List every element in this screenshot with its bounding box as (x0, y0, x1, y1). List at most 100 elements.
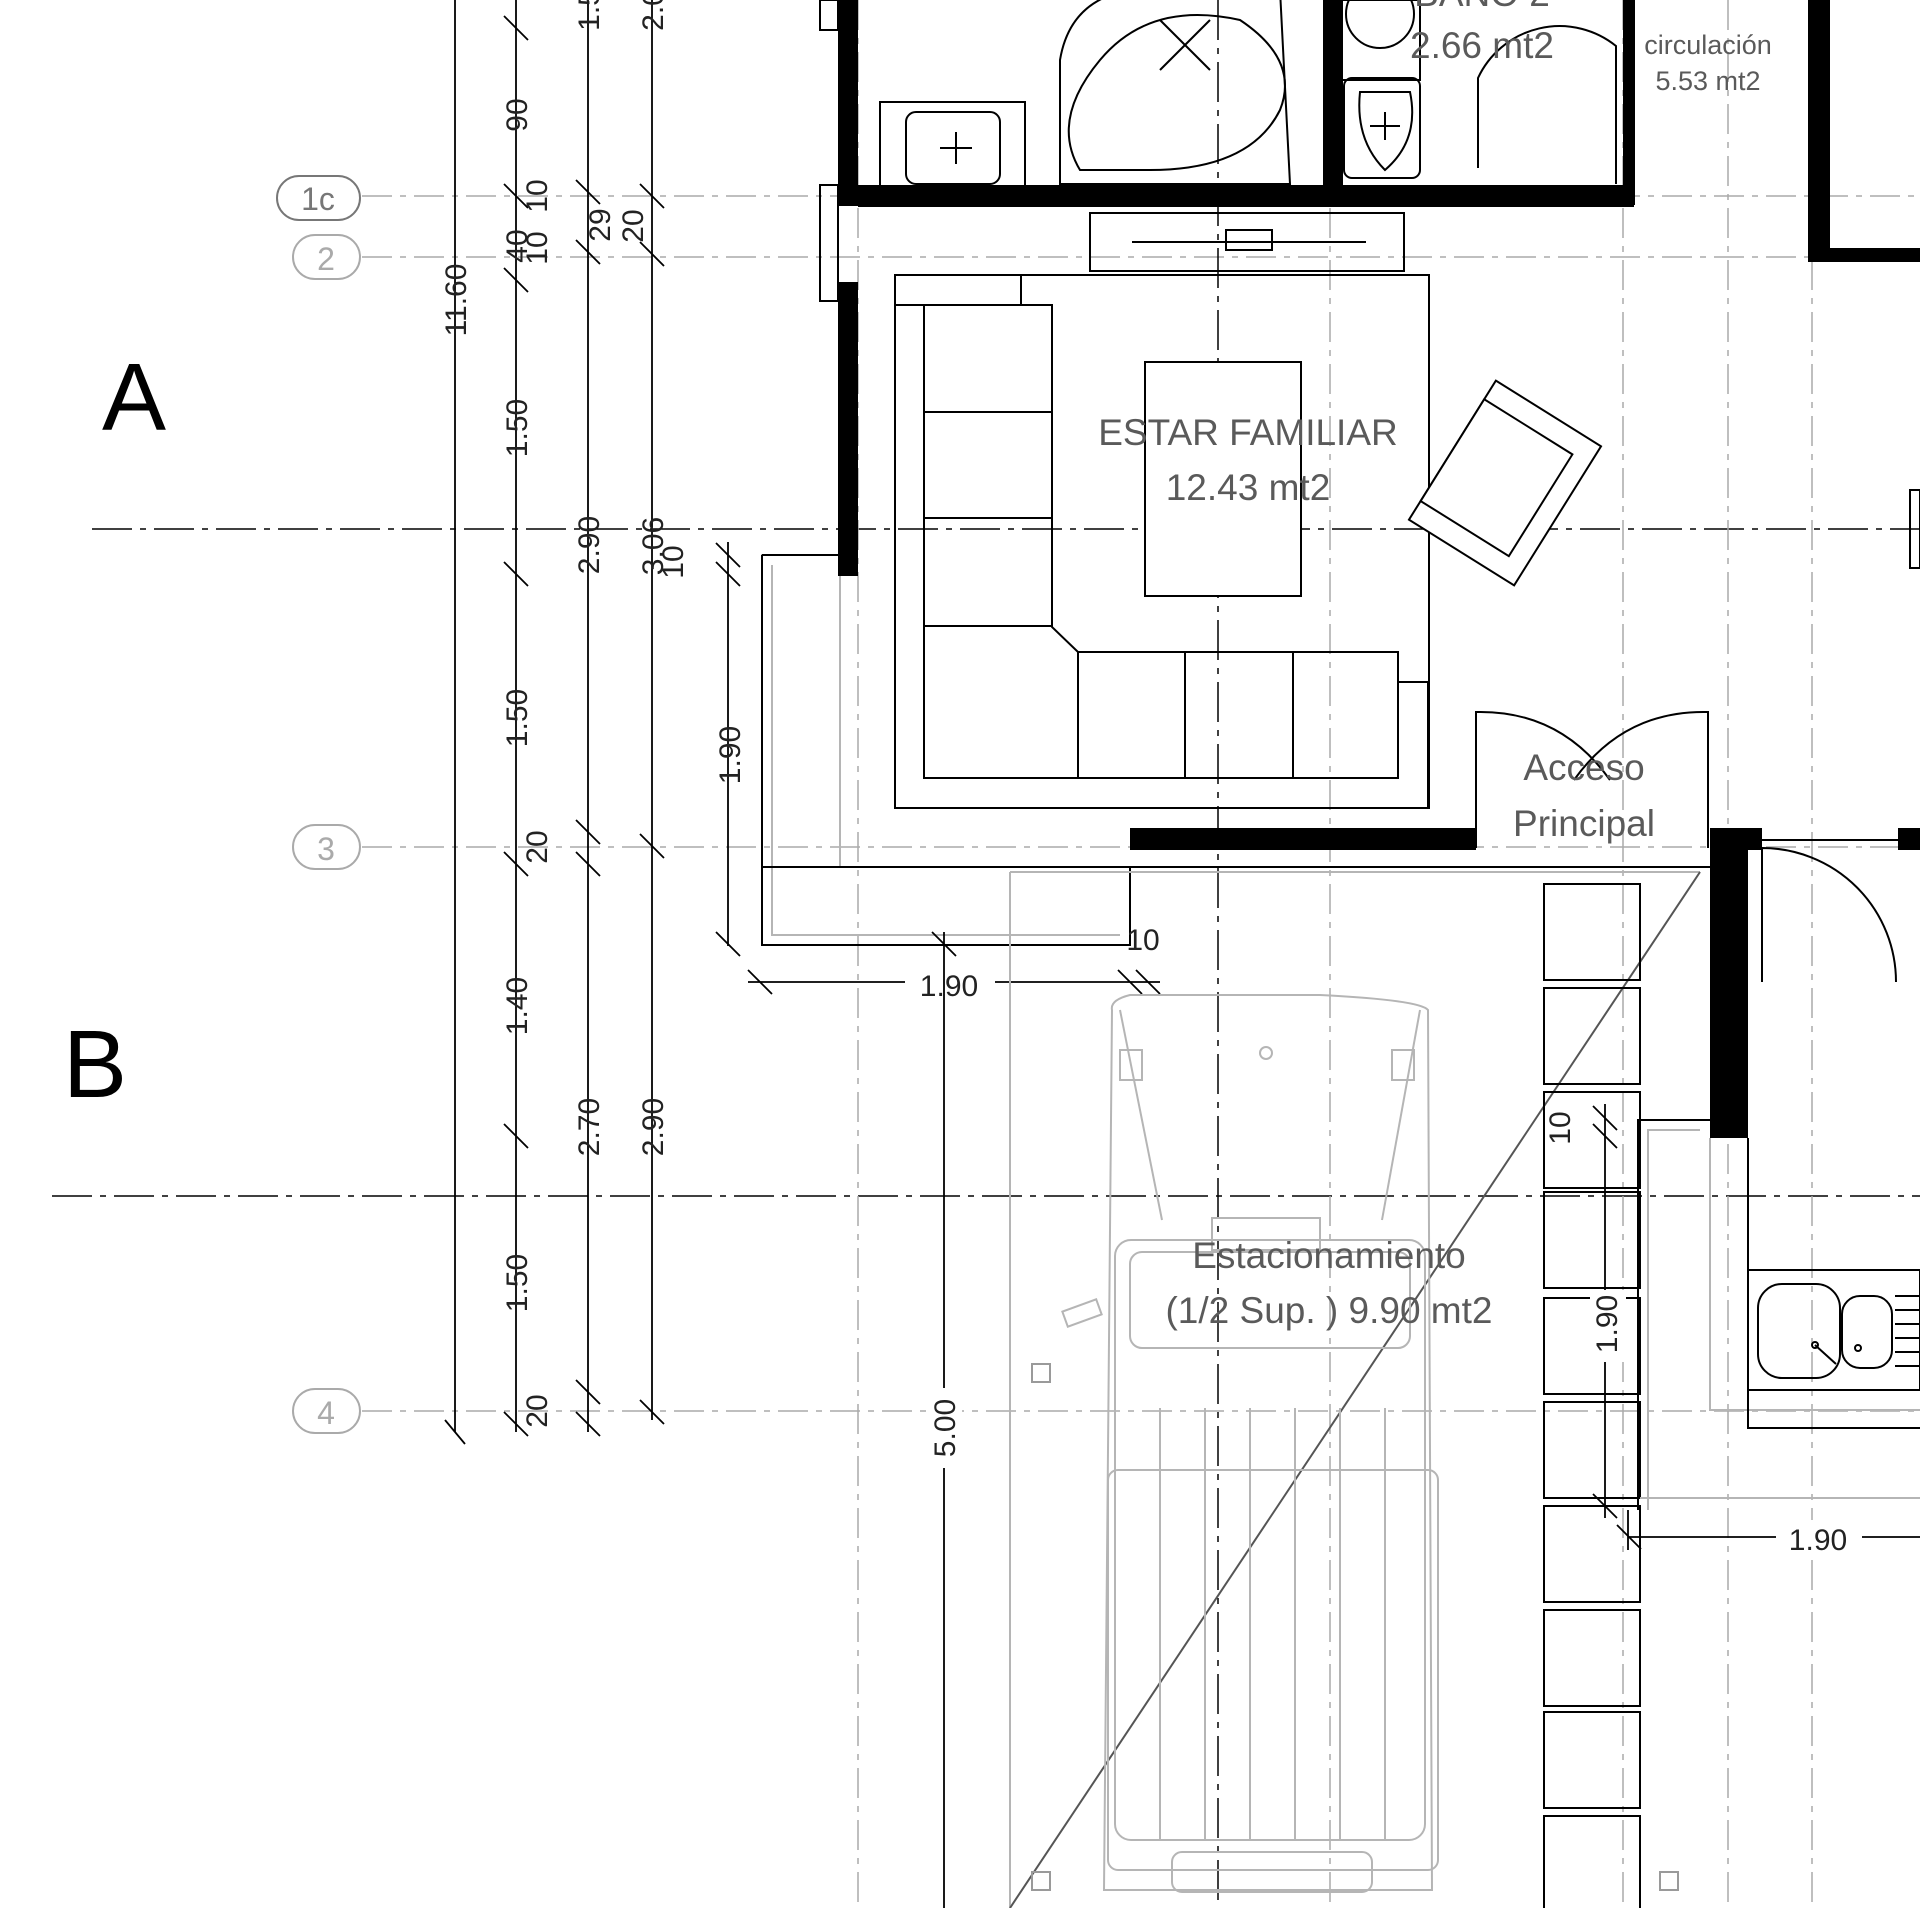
dim-ticks-col1 (503, 15, 529, 1437)
car-emblem (1259, 1046, 1273, 1060)
dim-tick (715, 542, 741, 568)
dim-40-label: 40 (501, 229, 534, 262)
dim-20-label-a: 20 (521, 830, 554, 863)
car-hood-line (1381, 1009, 1421, 1221)
dim-tick (747, 969, 773, 995)
kitchen-sink-left (1757, 1283, 1841, 1379)
kitchen-wall-edge (1747, 1138, 1920, 1429)
dim-2-70-label: 2.70 (573, 1098, 606, 1156)
wall-west-lower (838, 282, 858, 576)
toilet-bowl (1345, 0, 1415, 49)
car-mirror (1061, 1298, 1103, 1328)
dim-tick (444, 1419, 466, 1445)
car-body (1102, 994, 1434, 1891)
sink-drain (1811, 1341, 1819, 1349)
porch: 1.90 1.90 10 (714, 542, 1713, 1003)
wall-circulacion-east (1808, 0, 1830, 262)
dim-3-06-label: 3.06 (637, 517, 670, 575)
garage-post (1031, 1871, 1051, 1891)
side-door-swing (1761, 846, 1897, 983)
dim-label-bg (1776, 1520, 1862, 1554)
dim-label-bg (1590, 1290, 1626, 1362)
car-headlight (1119, 1049, 1143, 1081)
dim-2-0-label: 2.0 (637, 0, 670, 31)
entrance-door-left (1475, 710, 1611, 847)
car-hood-line (1119, 1009, 1163, 1221)
estacionamiento-label: Estacionamiento (1192, 1235, 1466, 1276)
tv-cabinet (1089, 212, 1405, 272)
wall-south-estar (1130, 828, 1476, 850)
dim-10-label-a: 10 (521, 231, 554, 264)
bano2-label: BAÑO 2 (1414, 0, 1550, 14)
sink (905, 111, 1001, 185)
dim-tick (1135, 969, 1161, 995)
window-frame-b (819, 184, 839, 302)
dim-20-label-c: 20 (617, 209, 650, 242)
dim-porch-ten-label: 10 (1126, 924, 1159, 957)
bano2-sink (1343, 77, 1421, 179)
dim-tick (1616, 1524, 1642, 1550)
kitchen-floor-edge (1709, 1138, 1920, 1411)
armchair (1407, 379, 1603, 587)
garage-post (1031, 1363, 1051, 1383)
porch-wall (761, 554, 841, 868)
dimension-chains: 11.60 90 40 10 10 1.50 1.50 20 1.40 1.50… (440, 0, 690, 1445)
main-entrance (1475, 710, 1900, 983)
axis-bubble-2-label: 2 (317, 241, 335, 277)
axis-bubble-4 (292, 1388, 361, 1434)
paver (1543, 987, 1641, 1085)
dim-tick (1592, 1493, 1618, 1519)
kitchen-sink-right (1841, 1295, 1893, 1369)
car-bed (1114, 1239, 1426, 1841)
paver (1543, 1191, 1641, 1289)
dim-90-label: 90 (501, 98, 534, 131)
planter-edge (1637, 1119, 1710, 1510)
dim-garage-vertical-label: 5.00 (929, 1399, 962, 1457)
sofa-arm (1398, 681, 1429, 808)
wall-garage-east (1710, 828, 1748, 1138)
circulacion-label: circulación (1644, 30, 1772, 60)
car (1061, 994, 1439, 1893)
dim-1-40-label: 1.40 (501, 977, 534, 1035)
dim-tick (1117, 969, 1143, 995)
car-rear (1107, 1469, 1439, 1871)
garage-diagonal (1009, 871, 1701, 1908)
coffee-table (1144, 361, 1302, 597)
dim-porch-vertical-label: 1.90 (714, 726, 747, 784)
entrance-door-right (1573, 710, 1709, 847)
dim-ticks-col3 (639, 183, 665, 1425)
bathtub-basin (1067, 14, 1286, 171)
paver (1543, 883, 1641, 981)
axis-bubbles: 1c 2 3 4 A B (63, 175, 361, 1434)
planter-inner-edge (1647, 1129, 1700, 1510)
vanity-counter (879, 101, 1026, 187)
axis-bubble-1c (276, 175, 361, 221)
dim-2-90-label-a: 2.90 (573, 516, 606, 574)
kitchen-counter (1747, 1269, 1920, 1391)
window-frame-a (819, 0, 839, 31)
dim-tick (1592, 1123, 1618, 1149)
rug-edge (894, 274, 1022, 306)
estacionamiento-area: (1/2 Sup. ) 9.90 mt2 (1165, 1290, 1492, 1331)
paver (1543, 1091, 1641, 1189)
paver (1543, 1505, 1641, 1603)
wall-north-estar (858, 185, 1634, 207)
wall-bano-divider (1323, 0, 1343, 205)
circulacion-area: 5.53 mt2 (1655, 66, 1760, 96)
dim-10-label-c: 10 (657, 545, 690, 578)
bano2-sink-basin (1358, 91, 1414, 172)
dim-tick (1592, 1105, 1618, 1131)
dim-label-bg (905, 964, 995, 1000)
tub-drain-line-2 (1159, 19, 1211, 71)
dim-right-horizontal-label: 1.90 (1789, 1524, 1847, 1557)
dim-porch-horizontal-label: 1.90 (920, 970, 978, 1003)
bathtub (1059, 0, 1292, 185)
dim-label-bg (926, 1388, 962, 1468)
living-room-furniture (894, 212, 1603, 809)
estar-familiar-area: 12.43 mt2 (1166, 467, 1331, 508)
wall-west-upper (838, 0, 858, 205)
dim-1-50-label-a: 1.50 (501, 399, 534, 457)
dim-right-ten-label: 10 (1544, 1111, 1577, 1144)
room-labels: BAÑO 2 2.66 mt2 circulación 5.53 mt2 EST… (1098, 0, 1772, 1331)
